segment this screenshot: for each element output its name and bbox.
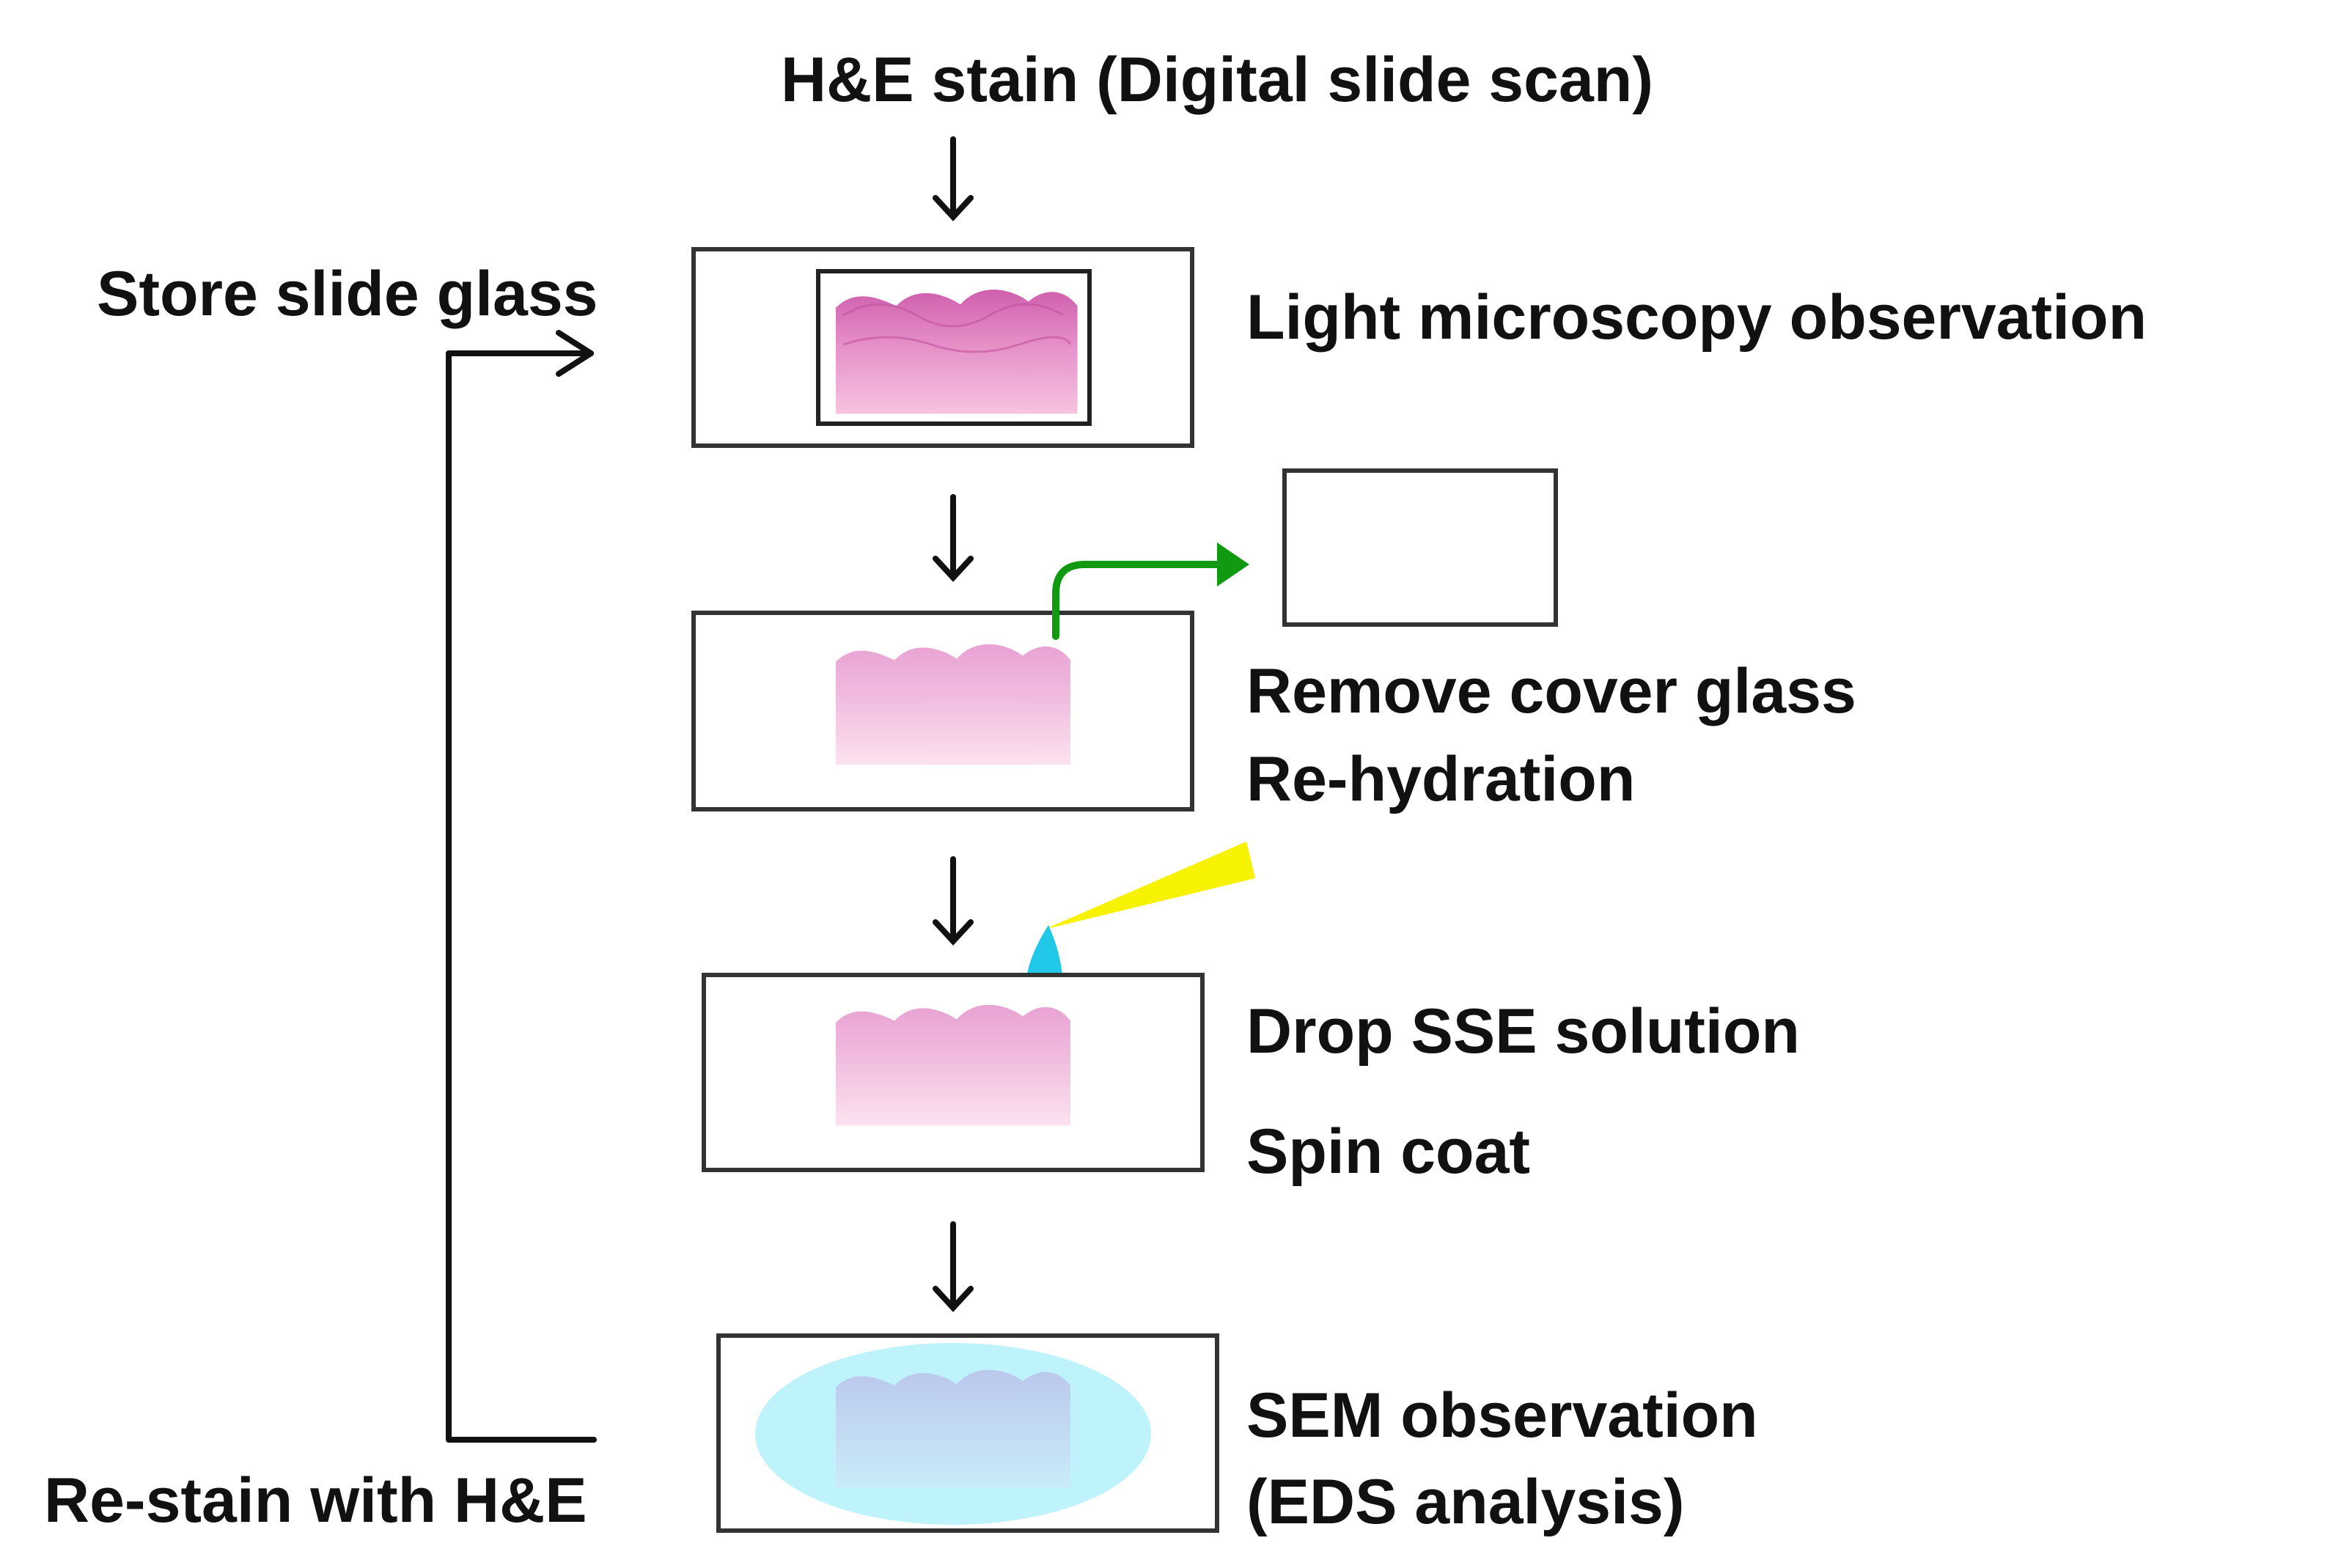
tissue-section <box>836 1004 1070 1126</box>
title-label: H&E stain (Digital slide scan) <box>781 45 1653 115</box>
tissue-section <box>836 1369 1070 1488</box>
pipette-icon <box>1044 842 1255 930</box>
step3-label-line2: Spin coat <box>1246 1116 1530 1187</box>
tissue-section <box>836 644 1070 765</box>
remove-cover-arrowhead <box>1217 542 1249 586</box>
tissue-section <box>836 290 1078 414</box>
restain-label: Re-stain with H&E <box>44 1465 587 1536</box>
restain-loop-arrow <box>446 330 597 1443</box>
arrow-step2-to-step3 <box>933 856 974 946</box>
remove-cover-arrow <box>1052 561 1243 640</box>
step3-label-line1: Drop SSE solution <box>1246 996 1800 1067</box>
removed-cover-glass <box>1282 468 1558 627</box>
step1-label: Light microscopy observation <box>1246 282 2147 353</box>
arrow-title-to-step1 <box>933 136 974 221</box>
slide-step4 <box>716 1333 1219 1533</box>
store-slide-label: Store slide glass <box>97 259 598 329</box>
step2-label-line2: Re-hydration <box>1246 744 1635 814</box>
step4-label-line2: (EDS analysis) <box>1246 1467 1684 1537</box>
arrow-step3-to-step4 <box>933 1221 974 1312</box>
step2-label-line1: Remove cover glass <box>1246 656 1856 726</box>
slide-step1 <box>691 247 1194 448</box>
slide-step3 <box>702 973 1205 1172</box>
slide-step2 <box>691 611 1194 811</box>
step4-label-line1: SEM observation <box>1246 1380 1758 1451</box>
arrow-step1-to-step2 <box>933 494 974 582</box>
